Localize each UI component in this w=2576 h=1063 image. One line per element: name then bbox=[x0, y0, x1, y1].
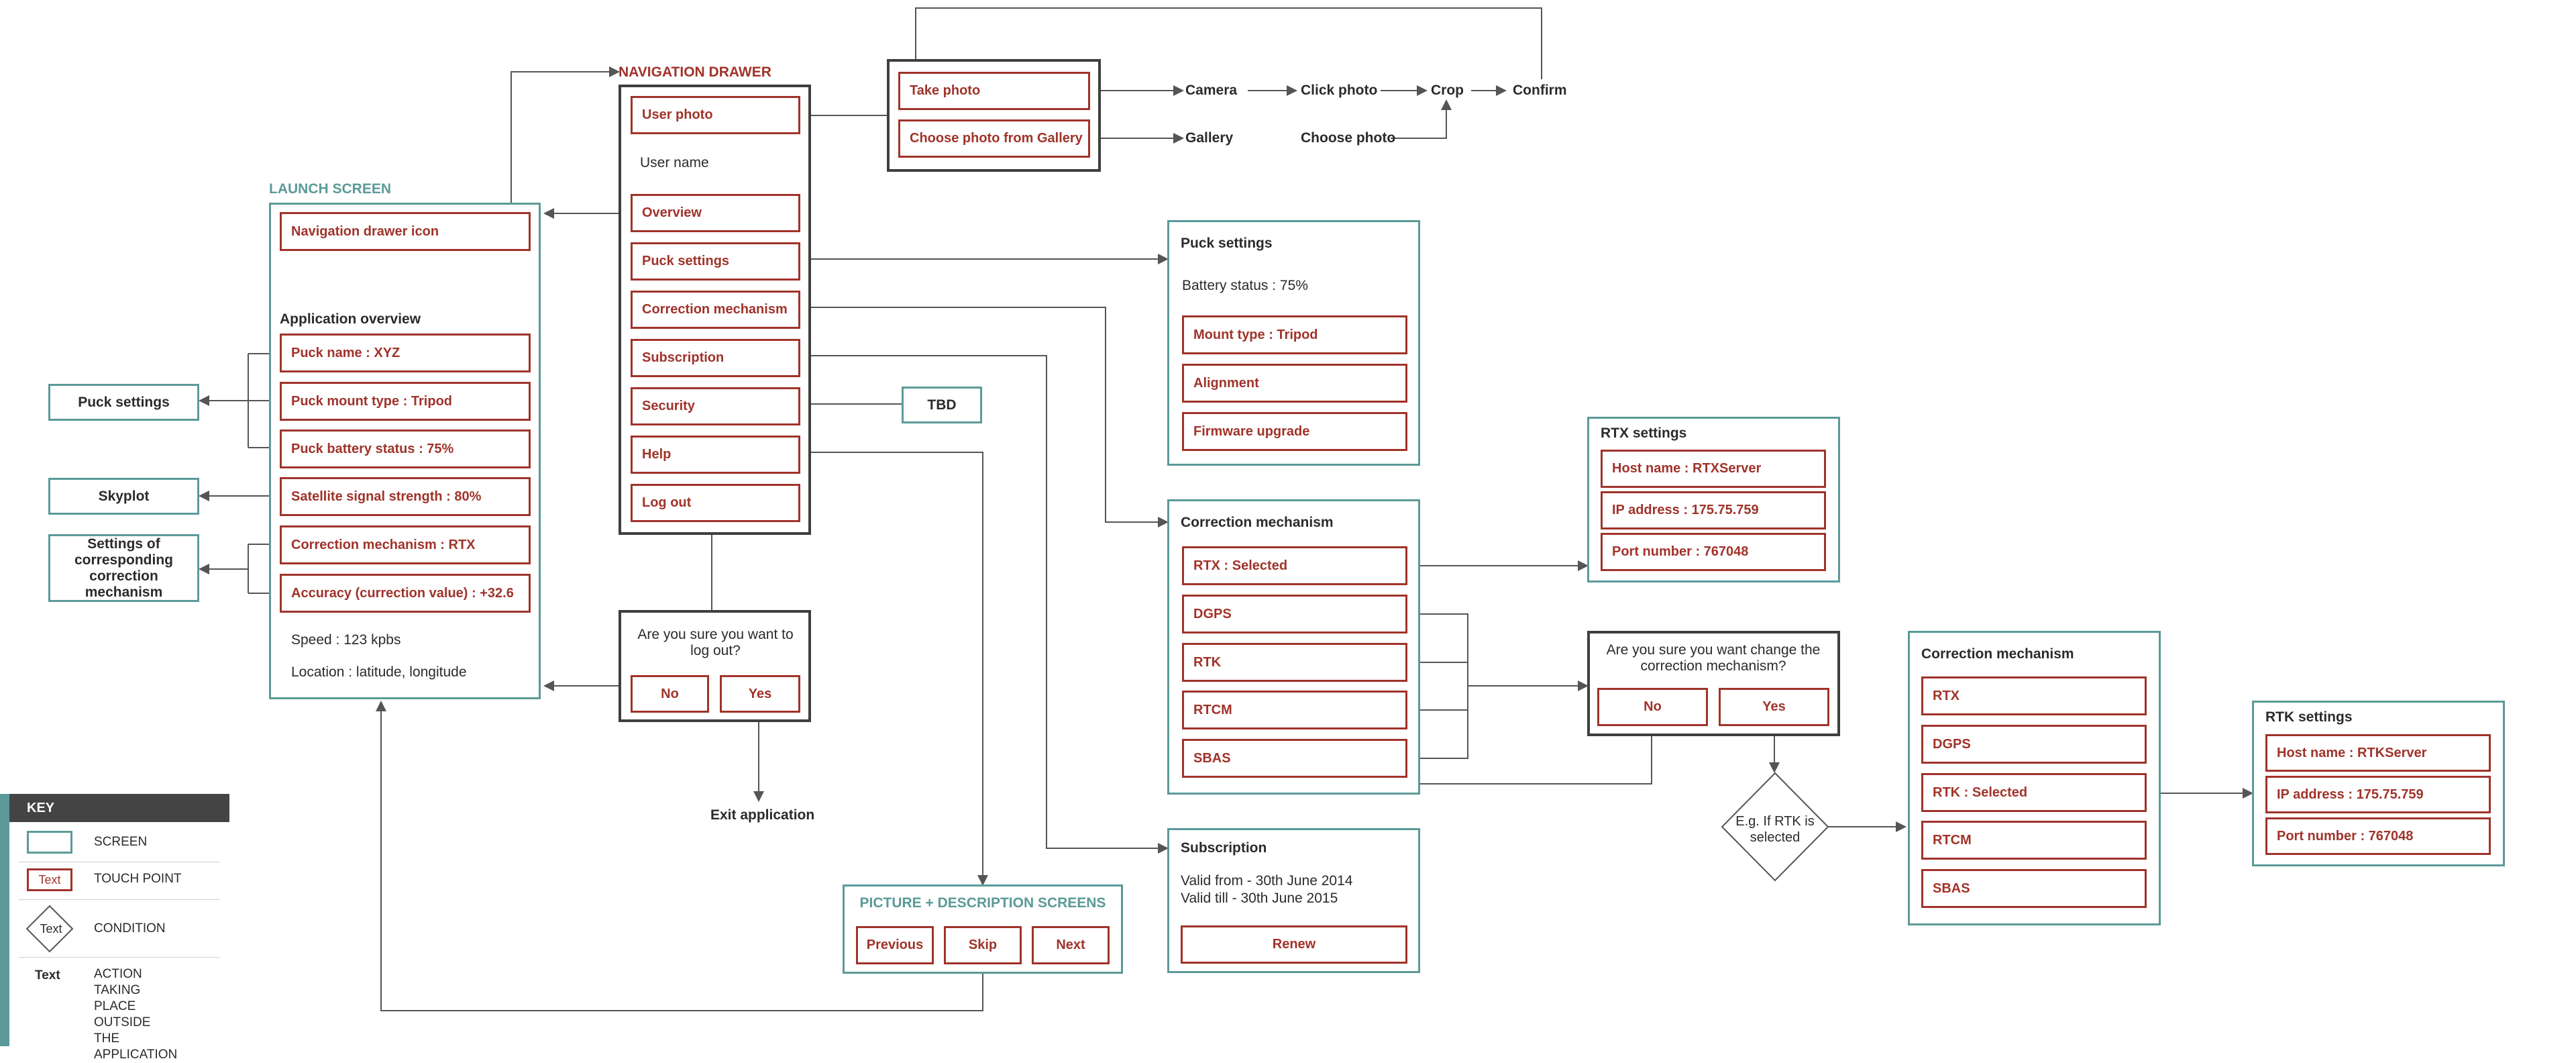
confirm-action: Confirm bbox=[1513, 83, 1567, 98]
rtk-port-number-field[interactable]: Port number : 767048 bbox=[2265, 817, 2491, 855]
accuracy-button[interactable]: Accuracy (currection value) : +32.6 bbox=[280, 574, 531, 613]
correction-settings-side-screen: Settings of corresponding correction mec… bbox=[48, 534, 199, 602]
key-title: KEY bbox=[9, 794, 229, 822]
key-panel-bar bbox=[0, 794, 9, 1046]
drawer-item-security[interactable]: Security bbox=[631, 387, 800, 425]
alignment-button[interactable]: Alignment bbox=[1182, 364, 1407, 403]
rtk-settings-title: RTK settings bbox=[2265, 709, 2353, 725]
rtx-settings-title: RTX settings bbox=[1601, 425, 1687, 441]
next-button[interactable]: Next bbox=[1032, 926, 1110, 964]
key-screen-label: SCREEN bbox=[94, 835, 148, 849]
firmware-upgrade-button[interactable]: Firmware upgrade bbox=[1182, 412, 1407, 451]
choose-from-gallery-button[interactable]: Choose photo from Gallery bbox=[898, 119, 1090, 158]
battery-status-label: Battery status : 75% bbox=[1182, 278, 1308, 293]
option2-sbas[interactable]: SBAS bbox=[1921, 869, 2147, 908]
correction-mechanism-button[interactable]: Correction mechanism : RTX bbox=[280, 525, 531, 564]
change-no-button[interactable]: No bbox=[1597, 688, 1708, 726]
option-rtk[interactable]: RTK bbox=[1182, 643, 1407, 682]
application-overview-label: Application overview bbox=[280, 311, 421, 327]
key-condition-sample: Text bbox=[40, 922, 62, 935]
key-screen-swatch bbox=[27, 831, 72, 854]
rtk-condition-diamond bbox=[1721, 772, 1829, 882]
puck-settings-side-screen: Puck settings bbox=[48, 384, 199, 421]
key-divider bbox=[19, 957, 220, 958]
gallery-action: Gallery bbox=[1185, 130, 1234, 146]
navigation-drawer-title: NAVIGATION DRAWER bbox=[619, 64, 771, 80]
skyplot-side-screen: Skyplot bbox=[48, 478, 199, 515]
puck-battery-status-button[interactable]: Puck battery status : 75% bbox=[280, 429, 531, 468]
option2-dgps[interactable]: DGPS bbox=[1921, 725, 2147, 764]
option-rtx-selected[interactable]: RTX : Selected bbox=[1182, 546, 1407, 585]
exit-application-action: Exit application bbox=[710, 807, 815, 823]
correction-mechanism-title-2: Correction mechanism bbox=[1921, 646, 2074, 662]
logout-no-button[interactable]: No bbox=[631, 675, 709, 713]
camera-action: Camera bbox=[1185, 83, 1238, 98]
click-photo-action: Click photo bbox=[1301, 83, 1378, 98]
option-sbas[interactable]: SBAS bbox=[1182, 739, 1407, 778]
option-rtcm[interactable]: RTCM bbox=[1182, 691, 1407, 729]
drawer-item-subscription[interactable]: Subscription bbox=[631, 339, 800, 377]
option2-rtcm[interactable]: RTCM bbox=[1921, 821, 2147, 860]
rtk-host-name-field[interactable]: Host name : RTKServer bbox=[2265, 734, 2491, 772]
logout-yes-button[interactable]: Yes bbox=[720, 675, 800, 713]
key-touch-label: TOUCH POINT bbox=[94, 872, 182, 886]
option-dgps[interactable]: DGPS bbox=[1182, 595, 1407, 634]
rtx-ip-address-field[interactable]: IP address : 175.75.759 bbox=[1601, 491, 1826, 529]
speed-label: Speed : 123 kpbs bbox=[291, 632, 401, 648]
rtk-condition-text: E.g. If RTK is selected bbox=[1735, 814, 1815, 845]
rtx-host-name-field[interactable]: Host name : RTXServer bbox=[1601, 450, 1826, 488]
drawer-user-name: User name bbox=[640, 155, 709, 170]
drawer-item-puck-settings[interactable]: Puck settings bbox=[631, 242, 800, 281]
correction-mechanism-title: Correction mechanism bbox=[1181, 515, 1334, 530]
option2-rtk-selected[interactable]: RTK : Selected bbox=[1921, 773, 2147, 812]
rtx-port-number-field[interactable]: Port number : 767048 bbox=[1601, 533, 1826, 571]
satellite-signal-button[interactable]: Satellite signal strength : 80% bbox=[280, 477, 531, 516]
skip-button[interactable]: Skip bbox=[944, 926, 1022, 964]
drawer-item-help[interactable]: Help bbox=[631, 436, 800, 474]
picture-screens-title: PICTURE + DESCRIPTION SCREENS bbox=[859, 895, 1106, 911]
subscription-title: Subscription bbox=[1181, 840, 1267, 856]
mount-type-button[interactable]: Mount type : Tripod bbox=[1182, 315, 1407, 354]
logout-question: Are you sure you want to log out? bbox=[637, 627, 794, 658]
drawer-item-logout[interactable]: Log out bbox=[631, 484, 800, 522]
drawer-item-overview[interactable]: Overview bbox=[631, 194, 800, 232]
puck-settings-title: Puck settings bbox=[1181, 236, 1273, 251]
key-touch-swatch: Text bbox=[27, 868, 72, 891]
crop-action: Crop bbox=[1431, 83, 1464, 98]
location-label: Location : latitude, longitude bbox=[291, 664, 467, 680]
puck-mount-type-button[interactable]: Puck mount type : Tripod bbox=[280, 382, 531, 421]
puck-name-button[interactable]: Puck name : XYZ bbox=[280, 334, 531, 372]
previous-button[interactable]: Previous bbox=[856, 926, 934, 964]
rtk-ip-address-field[interactable]: IP address : 175.75.759 bbox=[2265, 776, 2491, 813]
change-yes-button[interactable]: Yes bbox=[1719, 688, 1829, 726]
security-tbd-screen: TBD bbox=[902, 387, 982, 423]
drawer-item-correction[interactable]: Correction mechanism bbox=[631, 291, 800, 329]
navigation-drawer-icon-button[interactable]: Navigation drawer icon bbox=[280, 212, 531, 251]
key-divider bbox=[19, 899, 220, 900]
launch-screen-title: LAUNCH SCREEN bbox=[269, 181, 392, 197]
valid-till-label: Valid till - 30th June 2015 bbox=[1181, 891, 1338, 906]
option2-rtx[interactable]: RTX bbox=[1921, 676, 2147, 715]
key-condition-label: CONDITION bbox=[94, 921, 166, 935]
valid-from-label: Valid from - 30th June 2014 bbox=[1181, 873, 1353, 889]
key-condition-swatch bbox=[25, 905, 74, 953]
change-correction-question: Are you sure you want change the correct… bbox=[1606, 642, 1821, 674]
drawer-user-photo[interactable]: User photo bbox=[631, 96, 800, 134]
renew-button[interactable]: Renew bbox=[1181, 925, 1407, 964]
take-photo-button[interactable]: Take photo bbox=[898, 72, 1090, 110]
key-action-sample: Text bbox=[35, 968, 60, 982]
key-action-label: ACTION TAKING PLACE OUTSIDE THE APPLICAT… bbox=[94, 967, 178, 1062]
choose-photo-action: Choose photo bbox=[1301, 130, 1396, 146]
